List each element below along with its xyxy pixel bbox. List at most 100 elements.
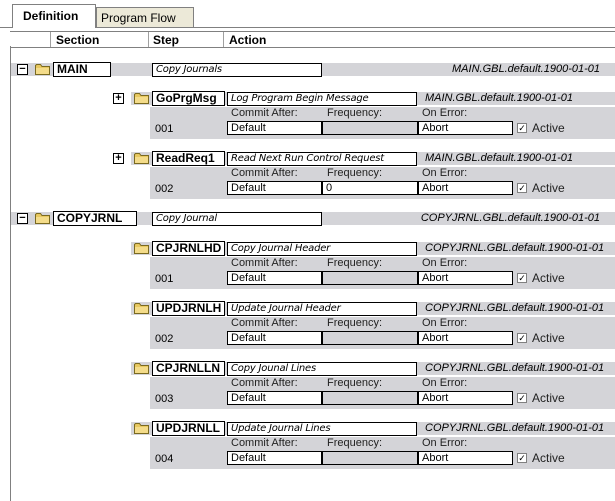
tab-program-flow[interactable]: Program Flow bbox=[96, 7, 194, 27]
step-name[interactable]: GoPrgMsg bbox=[152, 91, 225, 106]
section-path: COPYJRNL.GBL.default.1900-01-01 bbox=[420, 212, 600, 224]
frequency-field[interactable] bbox=[322, 331, 418, 345]
step-name[interactable]: CPJRNLHD bbox=[152, 241, 225, 256]
column-separator[interactable] bbox=[223, 32, 224, 47]
on-error-label: On Error: bbox=[422, 437, 468, 449]
active-checkbox[interactable]: ✓ bbox=[517, 183, 527, 193]
step-path: COPYJRNL.GBL.default.1900-01-01 bbox=[425, 242, 605, 254]
tab-divider bbox=[0, 27, 615, 28]
frequency-label: Frequency: bbox=[327, 257, 383, 269]
commit-after-label: Commit After: bbox=[231, 317, 298, 329]
step-sequence: 002 bbox=[155, 333, 174, 345]
step-description[interactable]: Update Journal Header bbox=[227, 302, 417, 316]
active-checkbox[interactable]: ✓ bbox=[517, 333, 527, 343]
commit-after-field[interactable]: Default bbox=[227, 121, 322, 135]
commit-after-label: Commit After: bbox=[231, 377, 298, 389]
commit-after-field[interactable]: Default bbox=[227, 181, 322, 195]
step-description[interactable]: Copy Journal Header bbox=[227, 242, 417, 256]
commit-after-label: Commit After: bbox=[231, 257, 298, 269]
on-error-label: On Error: bbox=[422, 317, 468, 329]
commit-after-field[interactable]: Default bbox=[227, 331, 322, 345]
frequency-field[interactable] bbox=[322, 391, 418, 405]
active-checkbox[interactable]: ✓ bbox=[517, 123, 527, 133]
grid-header: Section Step Action bbox=[10, 31, 615, 48]
active-checkbox[interactable]: ✓ bbox=[517, 453, 527, 463]
commit-after-field[interactable]: Default bbox=[227, 391, 322, 405]
step-description[interactable]: Copy Jounal Lines bbox=[227, 362, 417, 376]
step-sequence: 002 bbox=[155, 183, 174, 195]
section-description[interactable]: Copy Journals bbox=[152, 63, 322, 77]
step-sequence: 001 bbox=[155, 123, 174, 135]
commit-after-label: Commit After: bbox=[231, 107, 298, 119]
step-name[interactable]: CPJRNLLN bbox=[152, 361, 225, 376]
step-name[interactable]: UPDJRNLH bbox=[152, 301, 225, 316]
commit-after-label: Commit After: bbox=[231, 437, 298, 449]
step-name[interactable]: UPDJRNLL bbox=[152, 421, 225, 436]
folder-icon bbox=[134, 242, 149, 254]
expand-step-button[interactable]: + bbox=[113, 93, 124, 104]
active-checkbox[interactable]: ✓ bbox=[517, 273, 527, 283]
step-path: MAIN.GBL.default.1900-01-01 bbox=[425, 92, 573, 104]
active-label: Active bbox=[532, 331, 565, 345]
grid-left-border bbox=[10, 46, 11, 501]
collapse-section-button[interactable]: − bbox=[17, 64, 28, 75]
step-path: COPYJRNL.GBL.default.1900-01-01 bbox=[425, 362, 605, 374]
section-path: MAIN.GBL.default.1900-01-01 bbox=[452, 63, 600, 75]
commit-after-field[interactable]: Default bbox=[227, 451, 322, 465]
frequency-label: Frequency: bbox=[327, 437, 383, 449]
step-description[interactable]: Update Journal Lines bbox=[227, 422, 417, 436]
on-error-field[interactable]: Abort bbox=[418, 121, 513, 135]
on-error-label: On Error: bbox=[422, 167, 468, 179]
column-header-action[interactable]: Action bbox=[229, 33, 267, 47]
folder-icon bbox=[35, 63, 50, 75]
frequency-field[interactable] bbox=[322, 451, 418, 465]
section-name[interactable]: MAIN bbox=[53, 62, 111, 77]
folder-icon bbox=[35, 212, 50, 224]
commit-after-field[interactable]: Default bbox=[227, 271, 322, 285]
section-name[interactable]: COPYJRNL bbox=[53, 211, 137, 226]
folder-icon bbox=[134, 152, 149, 164]
frequency-field[interactable] bbox=[322, 121, 418, 135]
column-separator[interactable] bbox=[148, 32, 149, 47]
frequency-label: Frequency: bbox=[327, 377, 383, 389]
on-error-field[interactable]: Abort bbox=[418, 331, 513, 345]
frequency-label: Frequency: bbox=[327, 167, 383, 179]
folder-icon bbox=[134, 362, 149, 374]
column-header-step[interactable]: Step bbox=[153, 33, 180, 47]
step-name[interactable]: ReadReq1 bbox=[152, 151, 225, 166]
on-error-label: On Error: bbox=[422, 257, 468, 269]
on-error-label: On Error: bbox=[422, 377, 468, 389]
column-header-section[interactable]: Section bbox=[56, 33, 100, 47]
folder-icon bbox=[134, 302, 149, 314]
active-label: Active bbox=[532, 181, 565, 195]
step-description[interactable]: Log Program Begin Message bbox=[227, 92, 417, 106]
commit-after-label: Commit After: bbox=[231, 167, 298, 179]
step-description[interactable]: Read Next Run Control Request bbox=[227, 152, 417, 166]
expand-step-button[interactable]: + bbox=[113, 153, 124, 164]
frequency-label: Frequency: bbox=[327, 317, 383, 329]
frequency-field[interactable] bbox=[322, 271, 418, 285]
folder-icon bbox=[134, 92, 149, 104]
step-sequence: 003 bbox=[155, 393, 174, 405]
frequency-field[interactable]: 0 bbox=[322, 181, 418, 195]
step-sequence: 001 bbox=[155, 273, 174, 285]
active-label: Active bbox=[532, 121, 565, 135]
column-separator[interactable] bbox=[50, 32, 51, 47]
step-path: MAIN.GBL.default.1900-01-01 bbox=[425, 152, 573, 164]
folder-icon bbox=[134, 422, 149, 434]
tab-bar: Definition Program Flow bbox=[0, 0, 615, 30]
tab-definition[interactable]: Definition bbox=[12, 4, 96, 28]
collapse-section-button[interactable]: − bbox=[17, 213, 28, 224]
frequency-label: Frequency: bbox=[327, 107, 383, 119]
section-description[interactable]: Copy Journal bbox=[152, 212, 322, 226]
on-error-field[interactable]: Abort bbox=[418, 391, 513, 405]
on-error-field[interactable]: Abort bbox=[418, 271, 513, 285]
active-checkbox[interactable]: ✓ bbox=[517, 393, 527, 403]
step-sequence: 004 bbox=[155, 453, 174, 465]
step-path: COPYJRNL.GBL.default.1900-01-01 bbox=[425, 422, 605, 434]
active-label: Active bbox=[532, 451, 565, 465]
active-label: Active bbox=[532, 271, 565, 285]
on-error-field[interactable]: Abort bbox=[418, 181, 513, 195]
step-path: COPYJRNL.GBL.default.1900-01-01 bbox=[425, 302, 605, 314]
on-error-field[interactable]: Abort bbox=[418, 451, 513, 465]
